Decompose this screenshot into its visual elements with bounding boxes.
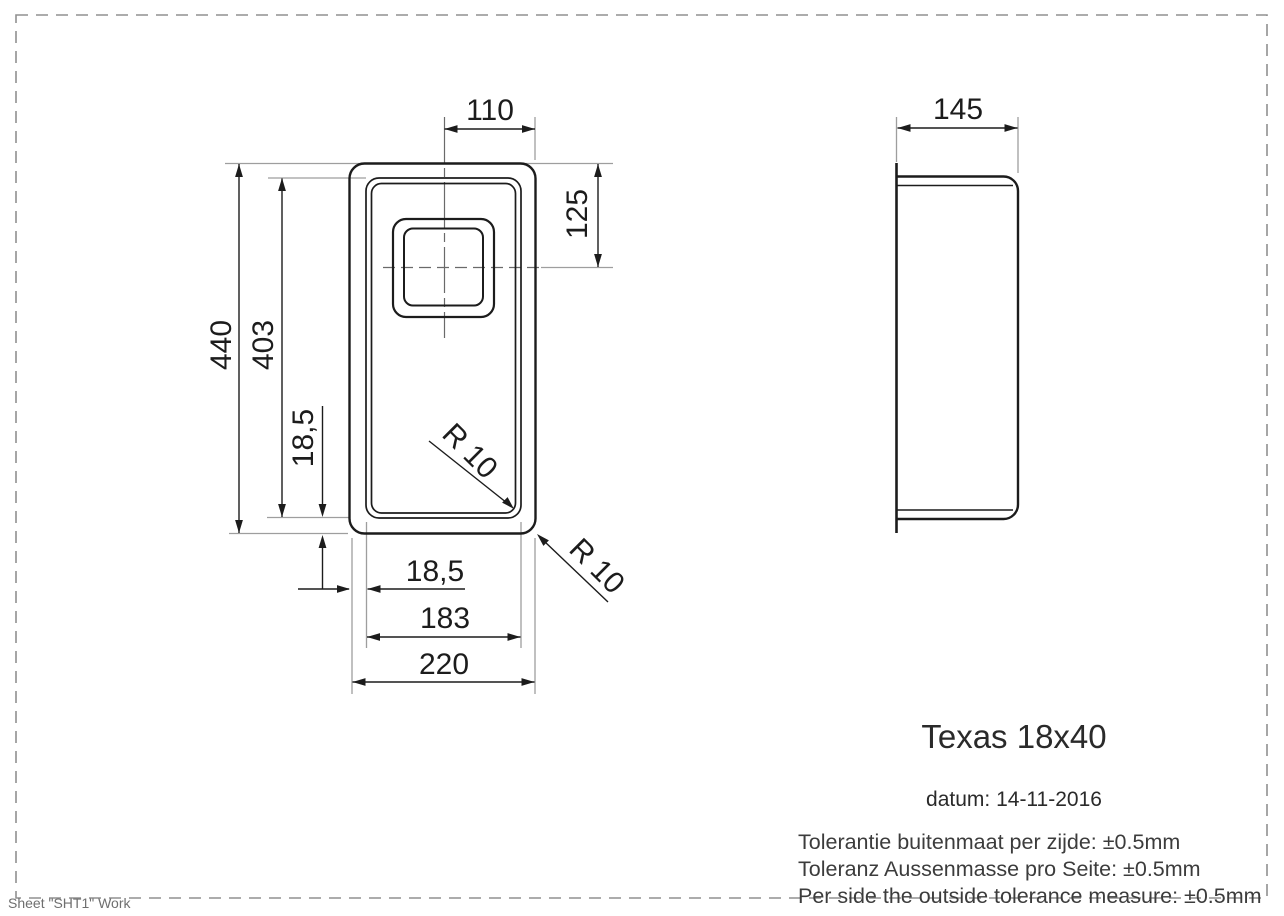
front-view-bowl-inner	[370, 182, 517, 514]
front-view-bowl-rim	[365, 177, 522, 519]
side-view-body-outline	[897, 175, 1020, 521]
dim-bowl-width: 183	[420, 602, 470, 635]
dim-drain-from-top: 125	[561, 189, 594, 239]
dim-overall-height: 440	[205, 320, 238, 370]
part-outlines	[348, 162, 1020, 535]
dim-radius-inner: R 10	[436, 417, 504, 485]
date-label: datum: 14-11-2016	[926, 788, 1102, 811]
radius-leader-outer	[543, 540, 609, 603]
extension-lines	[225, 117, 1019, 694]
tolerance-line-en: Per side the outside tolerance measure: …	[798, 884, 1262, 908]
front-view-outer-outline	[348, 162, 537, 535]
dim-overall-width: 220	[419, 648, 469, 681]
dim-drain-to-edge: 110	[466, 94, 514, 127]
dim-bowl-bottom-offset: 18,5	[287, 409, 320, 467]
dimension-arrows	[235, 124, 1018, 686]
tolerance-line-de: Toleranz Aussenmasse pro Seite: ±0.5mm	[798, 857, 1201, 881]
sheet-name-label: Sheet "SHT1" Work	[8, 895, 131, 911]
radius-leader-inner	[428, 440, 508, 504]
tolerance-line-nl: Tolerantie buitenmaat per zijde: ±0.5mm	[798, 830, 1181, 854]
drain-outer-outline	[391, 217, 496, 319]
dimension-labels: 110 125 440 403 18,5 18,5 183 220 145 R …	[205, 93, 983, 681]
sheet-border	[15, 14, 1268, 899]
dim-bowl-left-offset: 18,5	[406, 555, 464, 588]
dim-radius-outer: R 10	[563, 532, 631, 600]
dimension-lines	[238, 127, 1018, 683]
dim-bowl-height: 403	[247, 320, 280, 370]
drain-inner-outline	[403, 227, 484, 307]
product-title: Texas 18x40	[921, 718, 1107, 755]
dim-depth: 145	[933, 93, 983, 126]
